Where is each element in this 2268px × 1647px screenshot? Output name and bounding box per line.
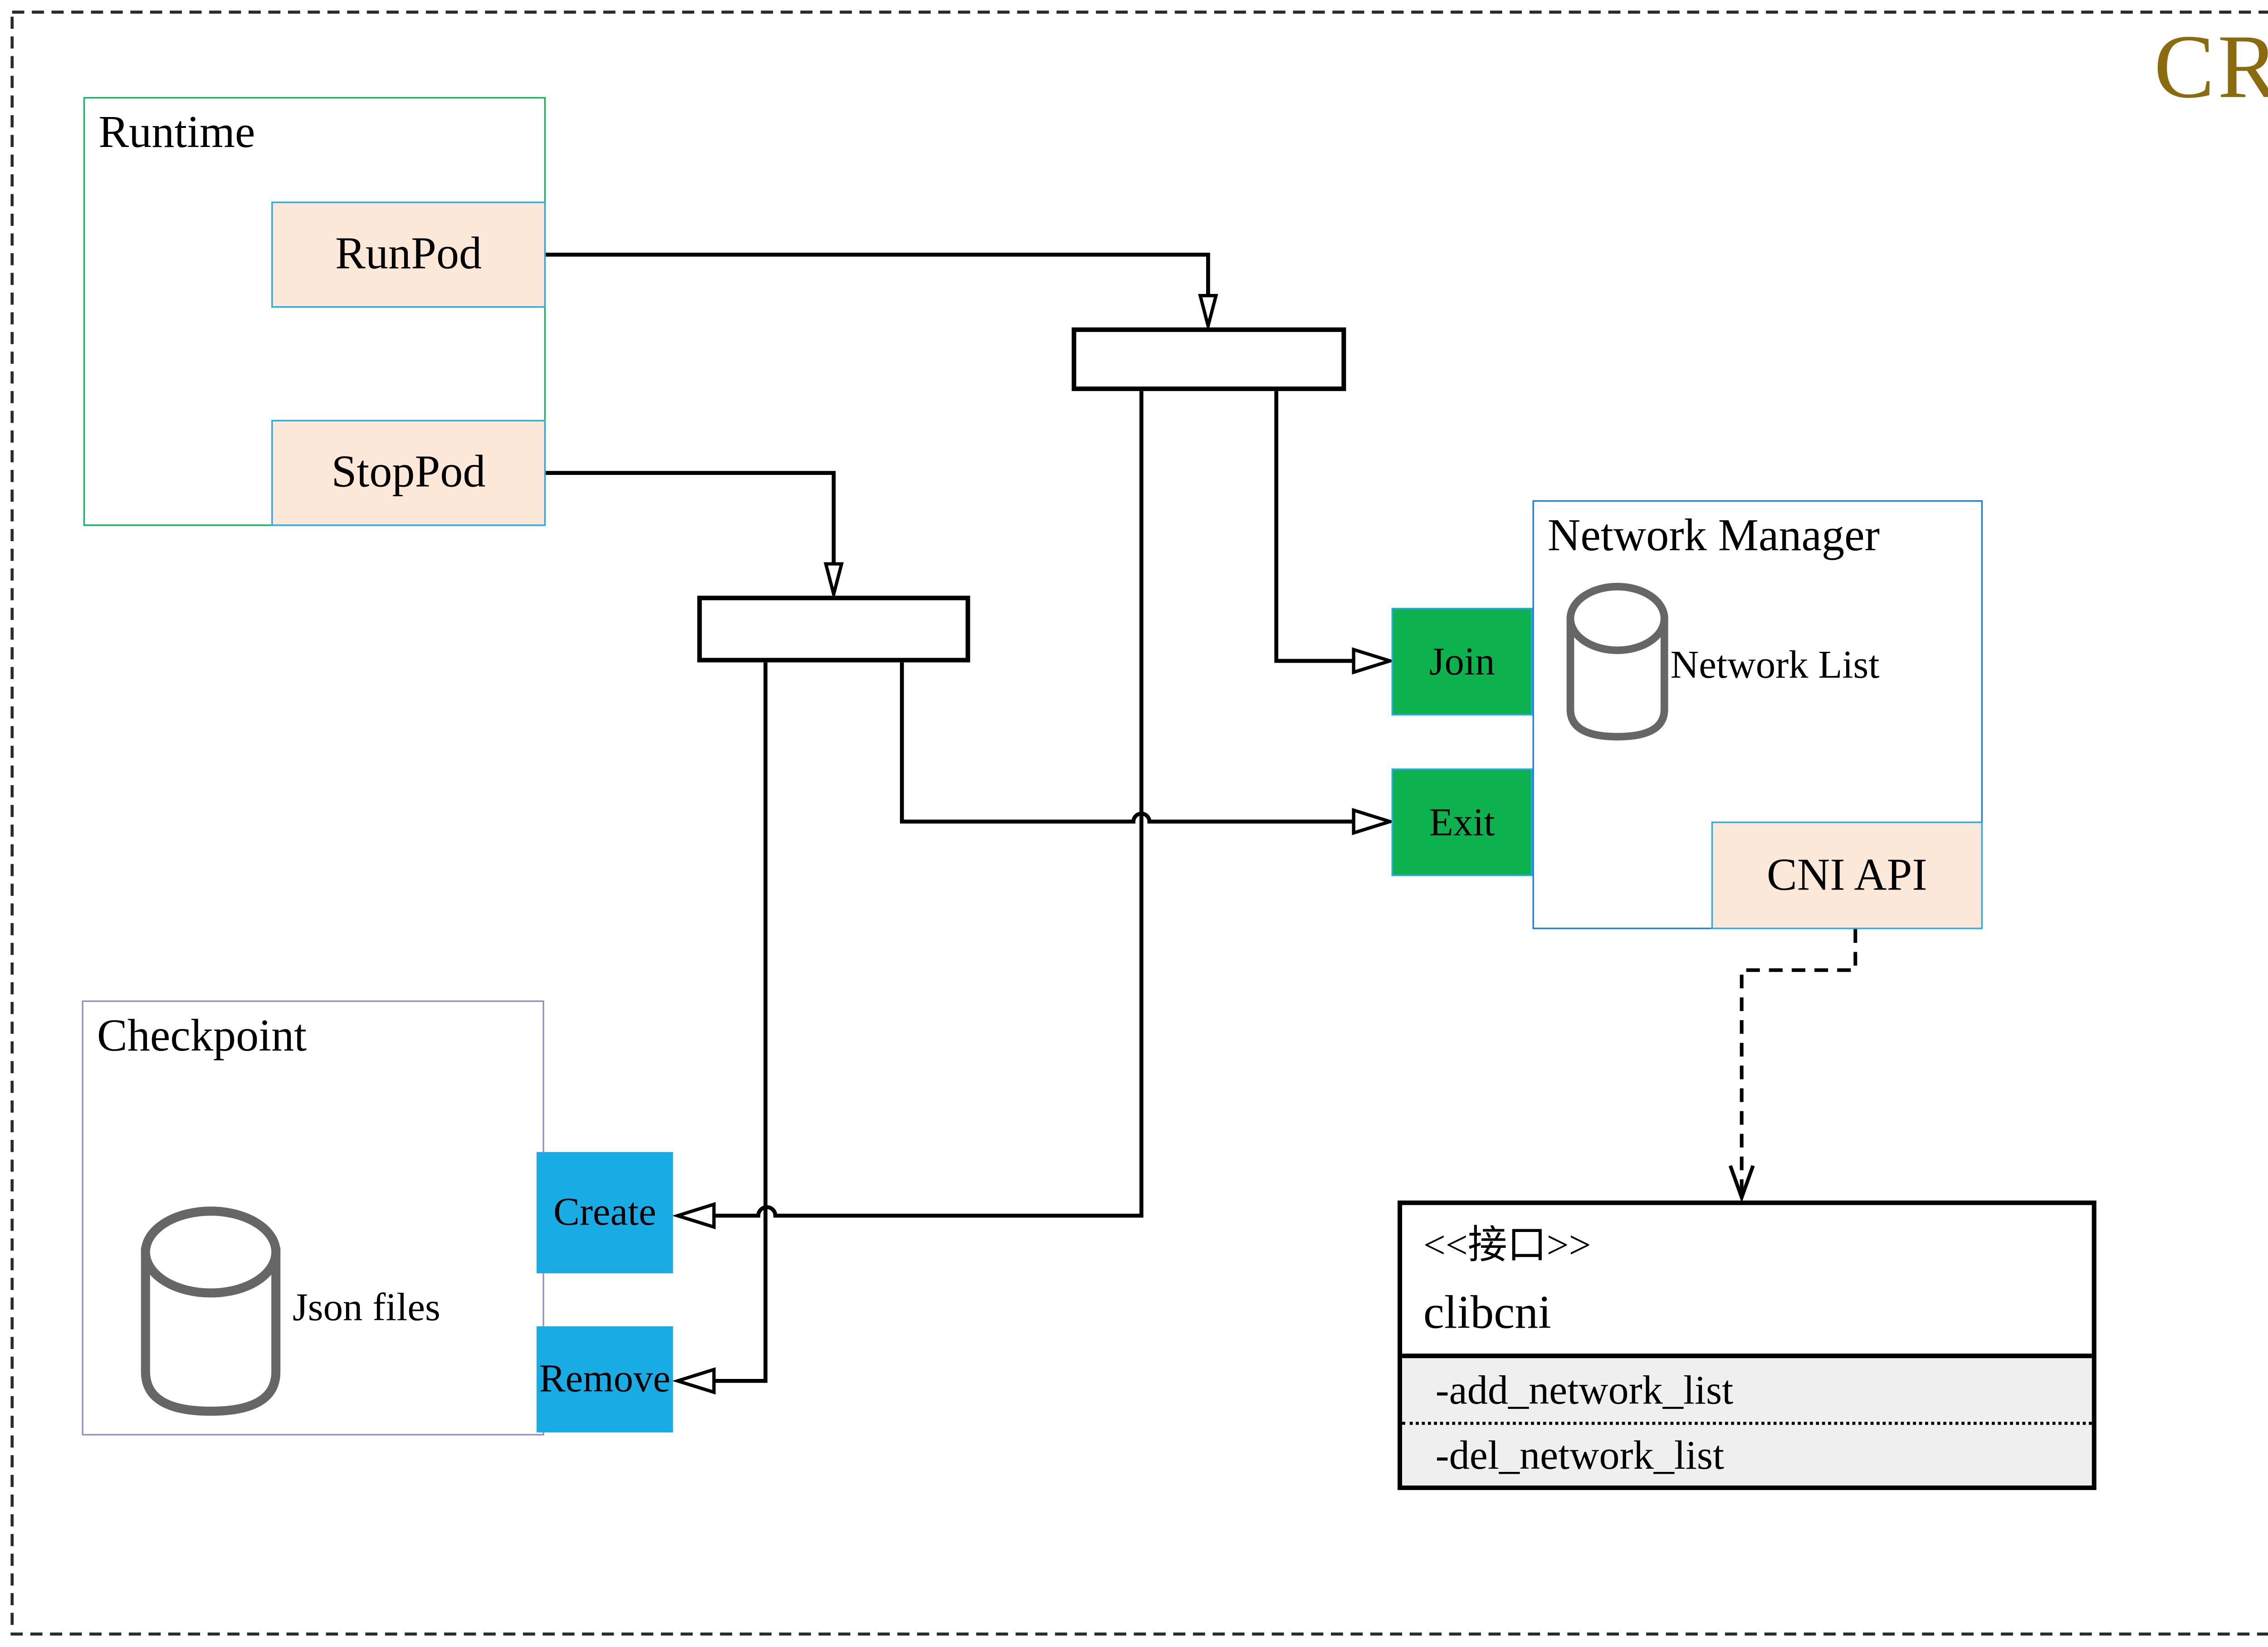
network-list-database-icon bbox=[1566, 582, 1668, 741]
clibcni-method-del: -del_network_list bbox=[1402, 1422, 2092, 1486]
join-node: Join bbox=[1391, 608, 1533, 716]
process-box-run bbox=[1071, 327, 1346, 391]
connector-process2-to-exit bbox=[899, 662, 1354, 824]
clibcni-name: clibcni bbox=[1423, 1285, 1551, 1339]
connector-runpod-to-process1 bbox=[546, 253, 1210, 296]
process-box-stop bbox=[697, 596, 970, 663]
runpod-node: RunPod bbox=[271, 201, 546, 308]
connector-process1-to-join bbox=[1274, 391, 1354, 663]
stoppod-label: StopPod bbox=[331, 447, 486, 498]
json-files-label: Json files bbox=[292, 1285, 440, 1329]
connector-process2-to-remove bbox=[714, 662, 767, 1383]
clibcni-interface-box: <<接口>> clibcni -add_network_list -del_ne… bbox=[1398, 1200, 2097, 1490]
cni-api-label: CNI API bbox=[1767, 850, 1927, 900]
exit-node: Exit bbox=[1391, 768, 1533, 876]
create-node: Create bbox=[536, 1152, 673, 1274]
remove-node: Remove bbox=[536, 1326, 673, 1432]
clibcni-stereotype: <<接口>> bbox=[1423, 1223, 1591, 1267]
arrowhead-open-clibcni bbox=[1728, 1165, 1755, 1203]
arrowhead-down-process1 bbox=[1198, 293, 1218, 333]
clibcni-methods-section: -add_network_list -del_network_list bbox=[1402, 1354, 2092, 1486]
arrowhead-right-join bbox=[1352, 647, 1396, 675]
stoppod-node: StopPod bbox=[271, 420, 546, 526]
connector-stoppod-to-process2 bbox=[546, 471, 836, 564]
remove-label: Remove bbox=[539, 1356, 671, 1401]
json-files-database-icon bbox=[141, 1207, 281, 1416]
network-manager-label: Network Manager bbox=[1547, 511, 1880, 561]
checkpoint-label: Checkpoint bbox=[97, 1011, 307, 1061]
create-label: Create bbox=[553, 1190, 656, 1234]
cni-api-node: CNI API bbox=[1711, 821, 1983, 929]
exit-label: Exit bbox=[1429, 799, 1495, 844]
network-list-label: Network List bbox=[1670, 642, 1880, 687]
clibcni-header: <<接口>> clibcni bbox=[1402, 1205, 2092, 1354]
connector-cniapi-to-clibcni bbox=[1740, 929, 1857, 1193]
runtime-label: Runtime bbox=[98, 108, 255, 158]
arrowhead-left-remove bbox=[672, 1367, 716, 1395]
arrowhead-right-exit bbox=[1352, 808, 1396, 836]
arrowhead-left-create bbox=[672, 1202, 716, 1230]
diagram-title: CRI bbox=[2154, 16, 2268, 117]
runpod-label: RunPod bbox=[335, 229, 482, 279]
join-label: Join bbox=[1429, 639, 1495, 683]
clibcni-method-add: -add_network_list bbox=[1435, 1366, 1734, 1412]
arrowhead-down-process2 bbox=[823, 562, 844, 601]
connector-process1-to-create bbox=[714, 391, 1144, 1218]
